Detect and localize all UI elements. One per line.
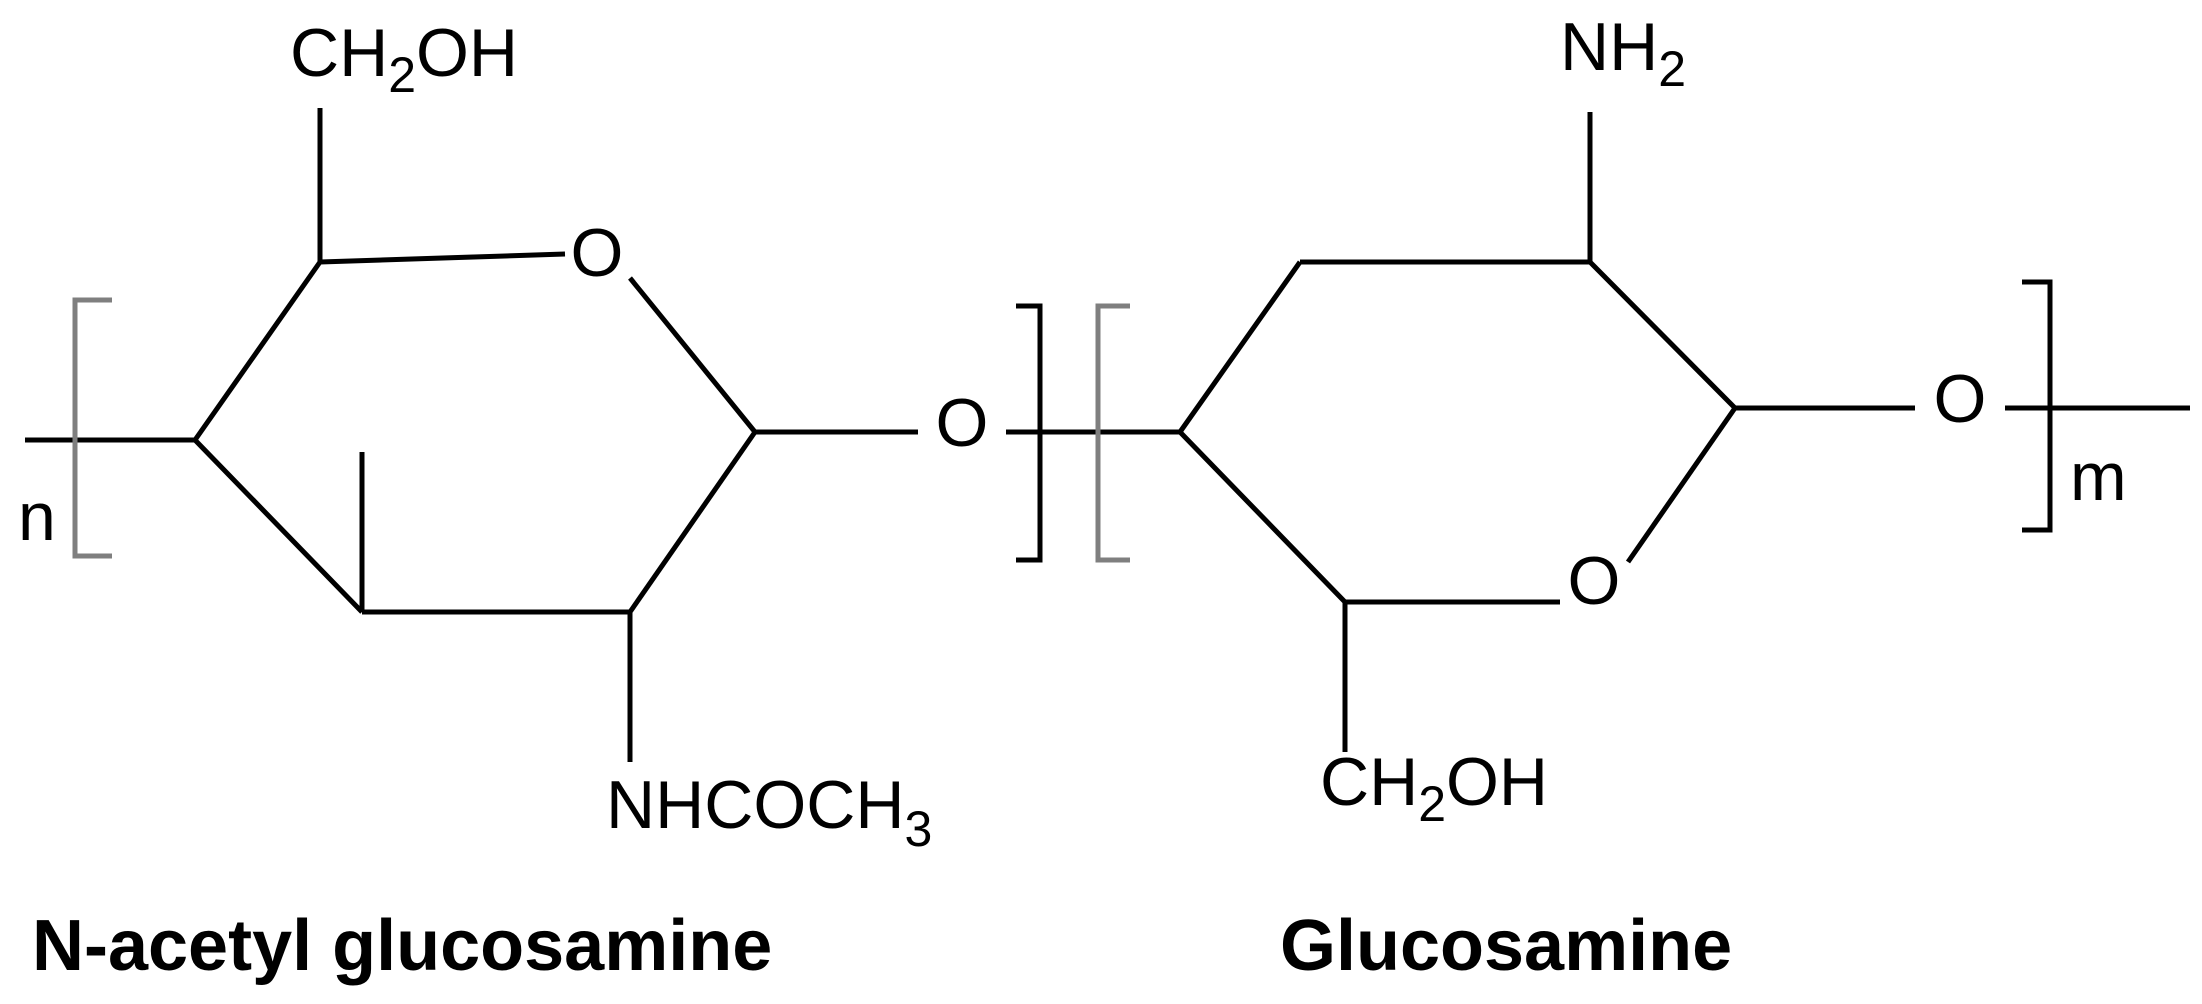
right-top-group-label: NH2 xyxy=(1560,9,1686,97)
right-close-bracket xyxy=(2022,279,2053,533)
left-ring-bond-c1-c2 xyxy=(627,430,758,614)
right-unit-name: Glucosamine xyxy=(1280,906,1732,986)
left-unit-name: N-acetyl glucosamine xyxy=(32,906,772,986)
right-ring-bond-c4-c3 xyxy=(1177,260,1303,434)
left-ring-oxygen-label: O xyxy=(571,215,624,291)
left-top-group-label: CH2OH xyxy=(290,15,518,103)
right-bottom-group-label: CH2OH xyxy=(1320,744,1548,832)
right-open-bracket xyxy=(1095,303,1130,563)
glycosidic-oxygen-label: O xyxy=(936,385,989,461)
left-bottom-group-label: NHCOCH3 xyxy=(606,767,932,857)
left-ring-bond-c3-c4 xyxy=(193,438,364,614)
right-ring-bond-c2-c1 xyxy=(1588,260,1737,410)
right-ring-bond-c1-o xyxy=(1625,406,1738,564)
right-ring-oxygen-label: O xyxy=(1568,543,1621,619)
left-ring-bond-c4-c5 xyxy=(192,260,323,442)
left-ring-bond-c5-o xyxy=(319,251,566,265)
left-ring-bond-o-c1 xyxy=(628,276,757,434)
right-unit: NH2 O CH2OH O m Glucosamine xyxy=(1177,9,2190,986)
right-repeat-index: m xyxy=(2070,439,2127,515)
right-linking-oxygen-label: O xyxy=(1934,361,1987,437)
left-repeat-index: n xyxy=(18,479,56,555)
right-ring-bond-c5-c4 xyxy=(1178,430,1347,604)
left-open-bracket xyxy=(72,297,112,559)
left-unit: CH2OH O NHCOCH3 n N-acetyl glucosamine xyxy=(18,15,932,986)
